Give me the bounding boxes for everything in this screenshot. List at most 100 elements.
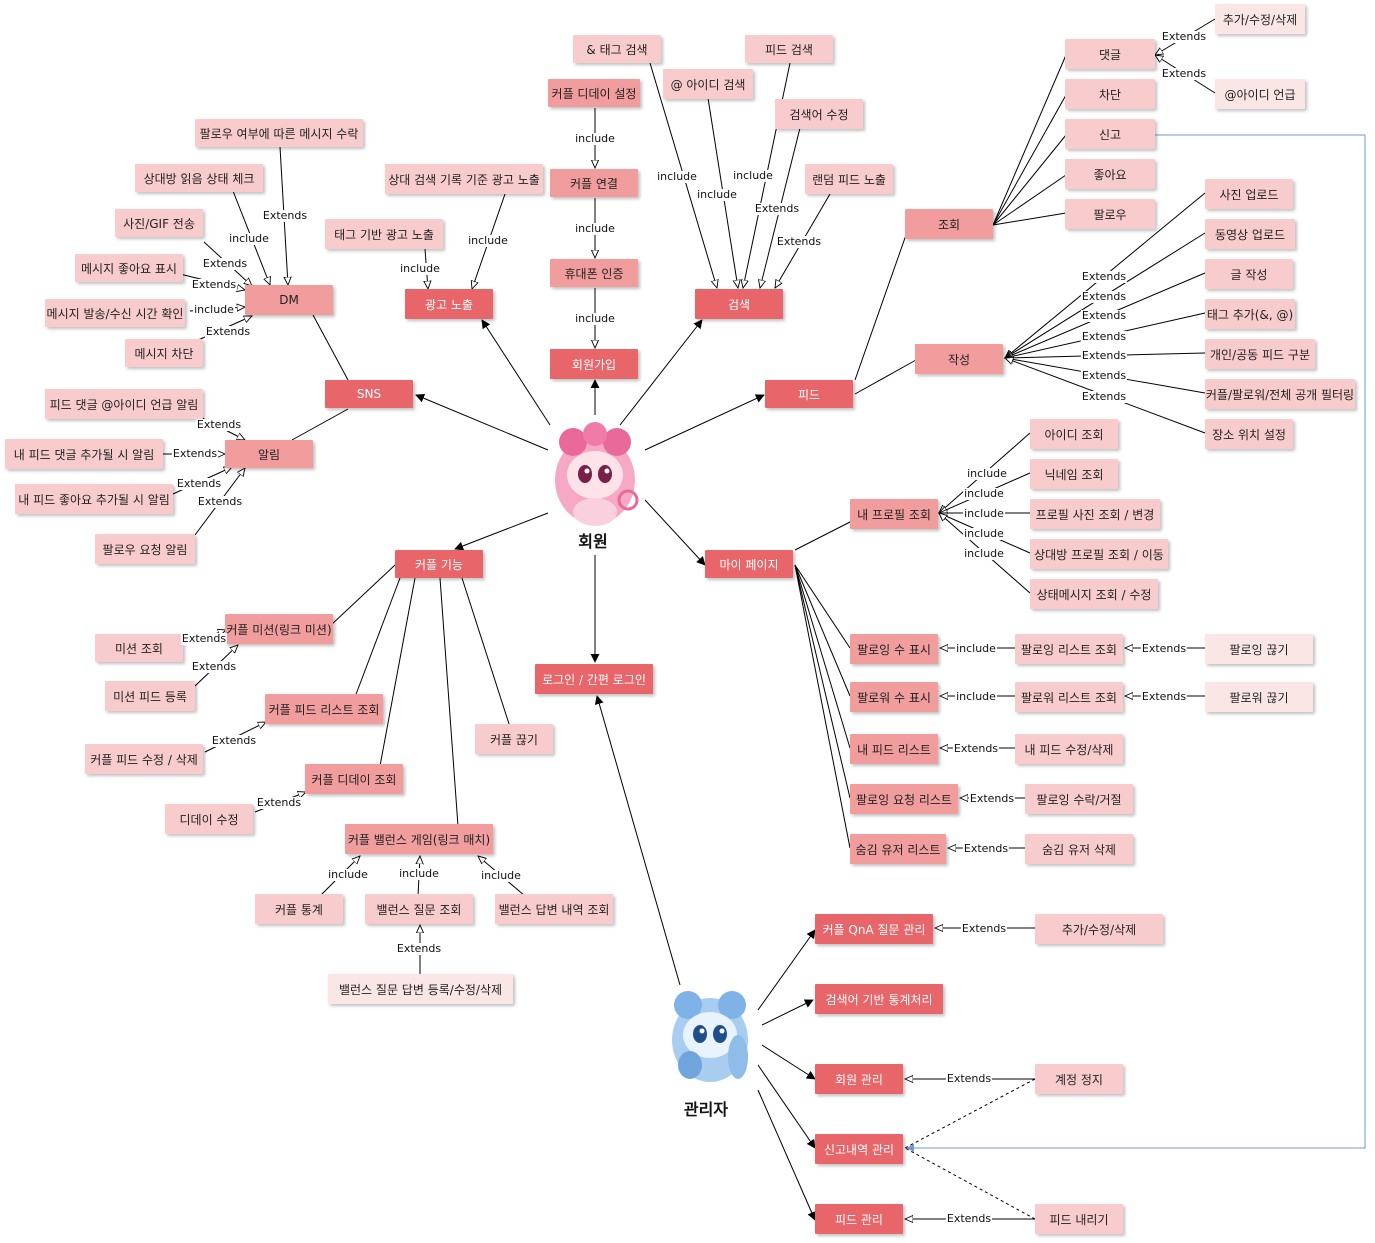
usecase-follower-count[interactable]: 팔로워 수 표시 — [850, 682, 938, 712]
usecase-balance-q-view[interactable]: 밸런스 질문 조회 — [365, 894, 473, 924]
usecase-partner-profile[interactable]: 상대방 프로필 조회 / 이동 — [1030, 539, 1168, 569]
usecase-report[interactable]: 신고 — [1065, 119, 1155, 149]
usecase-my-profile[interactable]: 내 프로필 조회 — [850, 499, 938, 529]
usecase-alarm-mention[interactable]: 피드 댓글 @아이디 언급 알림 — [45, 389, 203, 419]
usecase-location-set[interactable]: 장소 위치 설정 — [1205, 419, 1293, 449]
usecase-hidden-delete[interactable]: 숨김 유저 삭제 — [1025, 834, 1133, 864]
usecase-member-manage[interactable]: 회원 관리 — [815, 1064, 903, 1094]
usecase-alarm-follow-req[interactable]: 팔로우 요청 알림 — [95, 534, 195, 564]
rel-label-include: include — [963, 527, 1005, 540]
usecase-balance-game[interactable]: 커플 밸런스 게임(링크 매치) — [345, 824, 493, 854]
rel-label-extends: Extends — [175, 477, 223, 490]
usecase-couple-stats[interactable]: 커플 통계 — [255, 894, 343, 924]
usecase-qna-manage[interactable]: 커플 QnA 질문 관리 — [815, 914, 933, 944]
usecase-account-suspend[interactable]: 계정 정지 — [1035, 1064, 1123, 1094]
usecase-like[interactable]: 좋아요 — [1065, 159, 1155, 189]
usecase-couple-func[interactable]: 커플 기능 — [395, 550, 483, 578]
usecase-balance-a-history[interactable]: 밸런스 답변 내역 조회 — [495, 894, 613, 924]
usecase-profile-photo[interactable]: 프로필 사진 조회 / 변경 — [1030, 499, 1160, 529]
rel-label-extends: Extends — [1080, 330, 1128, 343]
usecase-view[interactable]: 조회 — [905, 209, 993, 239]
usecase-couple-feed-edit[interactable]: 커플 피드 수정 / 삭제 — [85, 744, 203, 774]
usecase-personal-shared[interactable]: 개인/공동 피드 구분 — [1205, 339, 1315, 369]
usecase-sns[interactable]: SNS — [325, 380, 413, 408]
usecase-id-view[interactable]: 아이디 조회 — [1030, 419, 1118, 449]
usecase-follow[interactable]: 팔로우 — [1065, 199, 1155, 229]
usecase-mission-view[interactable]: 미션 조회 — [95, 634, 183, 662]
usecase-couple-dday-view[interactable]: 커플 디데이 조회 — [305, 764, 403, 794]
rel-label-include: include — [193, 303, 235, 316]
usecase-feed-manage[interactable]: 피드 관리 — [815, 1204, 903, 1234]
usecase-dm-read-check[interactable]: 상대방 읽음 상태 체크 — [135, 164, 263, 192]
usecase-comment-mention[interactable]: @아이디 언급 — [1215, 79, 1305, 109]
usecase-video-upload[interactable]: 동영상 업로드 — [1205, 219, 1295, 249]
usecase-search[interactable]: 검색 — [695, 289, 783, 319]
usecase-following-count[interactable]: 팔로잉 수 표시 — [850, 634, 938, 664]
usecase-couple-connect[interactable]: 커플 연결 — [550, 169, 638, 197]
rel-label-extends: Extends — [1140, 690, 1188, 703]
usecase-my-feed-edit[interactable]: 내 피드 수정/삭제 — [1015, 734, 1123, 764]
usecase-comment[interactable]: 댓글 — [1065, 39, 1155, 69]
usecase-follow-accept[interactable]: 팔로잉 수락/거절 — [1025, 784, 1133, 814]
usecase-couple-break[interactable]: 커플 끊기 — [475, 724, 553, 754]
usecase-qna-crud[interactable]: 추가/수정/삭제 — [1035, 914, 1163, 944]
usecase-dm-msg-like[interactable]: 메시지 좋아요 표시 — [75, 254, 183, 282]
usecase-couple-dday-setting[interactable]: 커플 디데이 설정 — [548, 79, 640, 107]
usecase-dm-follow-msg[interactable]: 팔로우 여부에 따른 메시지 수락 — [195, 119, 363, 147]
usecase-ad-search-history[interactable]: 상대 검색 기록 기준 광고 노출 — [385, 164, 543, 194]
rel-label-include: include — [966, 467, 1008, 480]
usecase-tag-add[interactable]: 태그 추가(&, @) — [1205, 299, 1295, 329]
usecase-alarm-comment[interactable]: 내 피드 댓글 추가될 시 알림 — [5, 439, 163, 469]
rel-label-include: include — [467, 234, 509, 247]
member-actor-label: 회원 — [578, 532, 608, 551]
usecase-alarm[interactable]: 알림 — [225, 440, 313, 468]
usecase-phone-verify[interactable]: 휴대폰 인증 — [550, 259, 638, 287]
usecase-my-feed-list[interactable]: 내 피드 리스트 — [850, 734, 938, 764]
usecase-follower-list[interactable]: 팔로워 리스트 조회 — [1015, 682, 1123, 712]
usecase-feed[interactable]: 피드 — [765, 380, 853, 408]
usecase-dm-msg-block[interactable]: 메시지 차단 — [125, 339, 203, 367]
usecase-mission-feed-reg[interactable]: 미션 피드 등록 — [105, 681, 195, 711]
usecase-feed-takedown[interactable]: 피드 내리기 — [1035, 1204, 1123, 1234]
usecase-search-id[interactable]: @ 아이디 검색 — [663, 69, 753, 99]
usecase-keyword-stats[interactable]: 검색어 기반 통계처리 — [815, 984, 943, 1014]
usecase-following-list[interactable]: 팔로잉 리스트 조회 — [1015, 634, 1123, 664]
usecase-search-edit[interactable]: 검색어 수정 — [775, 99, 863, 129]
usecase-mypage[interactable]: 마이 페이지 — [705, 550, 793, 578]
usecase-dm[interactable]: DM — [245, 285, 333, 315]
rel-label-extends: Extends — [1080, 369, 1128, 382]
usecase-photo-upload[interactable]: 사진 업로드 — [1205, 179, 1293, 209]
usecase-couple-mission[interactable]: 커플 미션(링크 미션) — [225, 614, 333, 644]
admin-mascot-icon — [672, 991, 748, 1082]
usecase-write[interactable]: 작성 — [915, 344, 1003, 374]
usecase-follow-req-list[interactable]: 팔로잉 요청 리스트 — [850, 784, 958, 814]
usecase-comment-crud[interactable]: 추가/수정/삭제 — [1215, 4, 1305, 34]
usecase-alarm-like[interactable]: 내 피드 좋아요 추가될 시 알림 — [15, 484, 173, 514]
usecase-balance-a-crud[interactable]: 밸런스 질문 답변 등록/수정/삭제 — [328, 974, 513, 1004]
usecase-status-msg[interactable]: 상태메시지 조회 / 수정 — [1030, 579, 1158, 609]
usecase-unfollow-following[interactable]: 팔로잉 끊기 — [1205, 634, 1313, 664]
usecase-login[interactable]: 로그인 / 간편 로그인 — [535, 664, 653, 694]
usecase-signup[interactable]: 회원가입 — [550, 349, 638, 379]
usecase-hidden-users[interactable]: 숨김 유저 리스트 — [850, 834, 946, 864]
usecase-couple-feed-list[interactable]: 커플 피드 리스트 조회 — [265, 694, 383, 724]
usecase-report-manage[interactable]: 신고내역 관리 — [815, 1134, 903, 1164]
usecase-search-tag[interactable]: & 태그 검색 — [573, 35, 661, 63]
usecase-dm-msg-time[interactable]: 메시지 발송/수신 시간 확인 — [45, 299, 185, 327]
rel-label-include: include — [696, 188, 738, 201]
usecase-ad-exposure[interactable]: 광고 노출 — [405, 289, 493, 319]
usecase-dday-edit[interactable]: 디데이 수정 — [165, 804, 253, 834]
rel-label-extends: Extends — [1080, 349, 1128, 362]
usecase-block[interactable]: 차단 — [1065, 79, 1155, 109]
usecase-random-feed[interactable]: 랜덤 피드 노출 — [805, 164, 893, 194]
usecase-text-write[interactable]: 글 작성 — [1205, 259, 1293, 289]
usecase-nickname-view[interactable]: 닉네임 조회 — [1030, 459, 1118, 489]
rel-label-include: include — [955, 642, 997, 655]
usecase-search-feed[interactable]: 피드 검색 — [745, 35, 833, 63]
usecase-dm-photo-gif[interactable]: 사진/GIF 전송 — [115, 209, 203, 237]
rel-label-extends: Extends — [962, 842, 1010, 855]
usecase-visibility-filter[interactable]: 커플/팔로워/전체 공개 필터링 — [1205, 379, 1355, 409]
usecase-unfollow-follower[interactable]: 팔로워 끊기 — [1205, 682, 1313, 712]
usecase-ad-tag-based[interactable]: 태그 기반 광고 노출 — [325, 219, 443, 249]
dashed-relations — [904, 1078, 1036, 1220]
